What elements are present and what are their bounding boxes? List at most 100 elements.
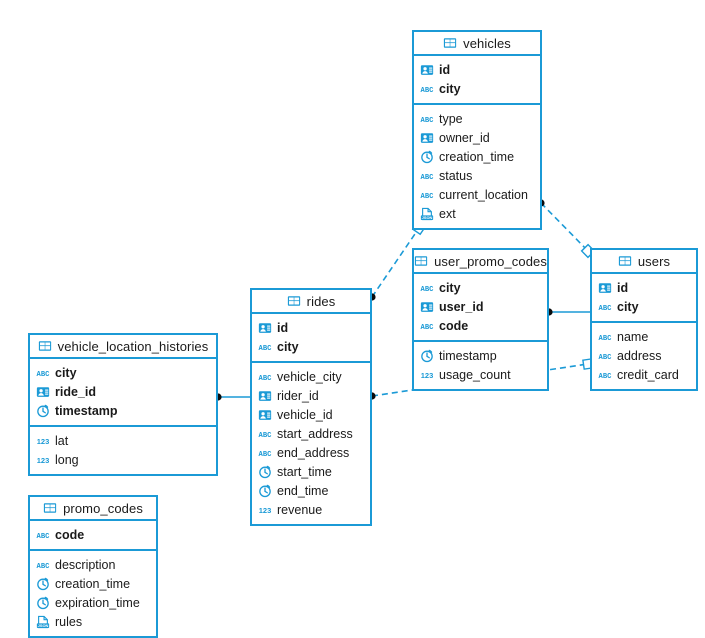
svg-text:123: 123 [259, 506, 272, 515]
string-abc-icon: ABC [421, 173, 434, 181]
table-header-vehicle_location_histories[interactable]: vehicle_location_histories [30, 335, 216, 359]
column-row-rider_id[interactable]: rider_id [252, 386, 370, 405]
string-abc-icon: ABC [37, 532, 50, 540]
column-row-address[interactable]: ABC address [592, 346, 696, 365]
primary-key-row-code[interactable]: ABC code [30, 525, 156, 544]
primary-key-row-timestamp[interactable]: timestamp [30, 401, 216, 420]
table-title: promo_codes [63, 500, 143, 516]
column-name: city [617, 299, 639, 314]
primary-key-row-user_id[interactable]: user_id [414, 297, 547, 316]
column-row-timestamp[interactable]: timestamp [414, 346, 547, 365]
column-row-name[interactable]: ABC name [592, 327, 696, 346]
column-row-creation_time[interactable]: creation_time [30, 574, 156, 593]
column-row-expiration_time[interactable]: expiration_time [30, 593, 156, 612]
timestamp-clock-icon [259, 465, 271, 478]
relationship-vehicle_location_histories-to-rides[interactable] [214, 393, 250, 401]
column-name: vehicle_id [277, 407, 333, 422]
column-name: id [439, 62, 451, 77]
column-row-vehicle_city[interactable]: ABC vehicle_city [252, 367, 370, 386]
table-header-vehicles[interactable]: vehicles [414, 32, 540, 56]
timestamp-clock-icon [37, 596, 49, 609]
svg-text:ABC: ABC [421, 192, 434, 200]
table-header-user_promo_codes[interactable]: user_promo_codes [414, 250, 547, 274]
uuid-icon [420, 64, 434, 75]
column-row-start_time[interactable]: start_time [252, 462, 370, 481]
column-name: end_address [277, 445, 350, 460]
svg-text:ABC: ABC [259, 374, 272, 382]
timestamp-clock-icon [421, 349, 433, 362]
table-header-rides[interactable]: rides [252, 290, 370, 314]
column-row-revenue[interactable]: 123 revenue [252, 500, 370, 519]
table-grid-icon [43, 503, 57, 513]
primary-key-row-city[interactable]: ABC city [592, 297, 696, 316]
svg-text:ABC: ABC [599, 334, 612, 342]
svg-text:ABC: ABC [421, 285, 434, 293]
string-abc-icon: ABC [599, 353, 612, 361]
table-header-promo_codes[interactable]: promo_codes [30, 497, 156, 521]
string-abc-icon: ABC [259, 374, 272, 382]
column-name: address [617, 348, 662, 363]
uuid-icon [258, 409, 272, 420]
column-row-vehicle_id[interactable]: vehicle_id [252, 405, 370, 424]
table-grid-icon [443, 38, 457, 48]
column-name: end_time [277, 483, 329, 498]
primary-key-row-id[interactable]: id [252, 318, 370, 337]
column-name: credit_card [617, 367, 679, 382]
column-name: vehicle_city [277, 369, 342, 384]
column-name: type [439, 111, 463, 126]
column-row-creation_time[interactable]: creation_time [414, 147, 540, 166]
primary-key-row-ride_id[interactable]: ride_id [30, 382, 216, 401]
table-grid-icon [414, 256, 428, 266]
uuid-icon [258, 322, 272, 333]
table-title: users [637, 253, 671, 269]
svg-text:ABC: ABC [599, 353, 612, 361]
primary-key-row-id[interactable]: id [414, 60, 540, 79]
svg-text:ABC: ABC [421, 116, 434, 124]
column-row-type[interactable]: ABC type [414, 109, 540, 128]
string-abc-icon: ABC [599, 304, 612, 312]
table-grid-icon [287, 296, 300, 306]
column-name: start_time [277, 464, 332, 479]
timestamp-clock-icon [37, 577, 49, 590]
column-row-current_location[interactable]: ABC current_location [414, 185, 540, 204]
relationship-user_promo_codes-to-users[interactable] [545, 308, 590, 316]
column-name: current_location [439, 187, 528, 202]
number-123-icon: 123 [37, 437, 50, 446]
uuid-icon [36, 386, 50, 397]
svg-text:123: 123 [37, 456, 50, 465]
column-row-end_time[interactable]: end_time [252, 481, 370, 500]
column-name: code [55, 527, 85, 542]
table-grid-icon [38, 341, 51, 351]
primary-key-row-id[interactable]: id [592, 278, 696, 297]
table-header-users[interactable]: users [592, 250, 696, 274]
column-row-owner_id[interactable]: owner_id [414, 128, 540, 147]
column-name: revenue [277, 502, 323, 517]
column-name: name [617, 329, 649, 344]
svg-text:ABC: ABC [37, 532, 50, 540]
